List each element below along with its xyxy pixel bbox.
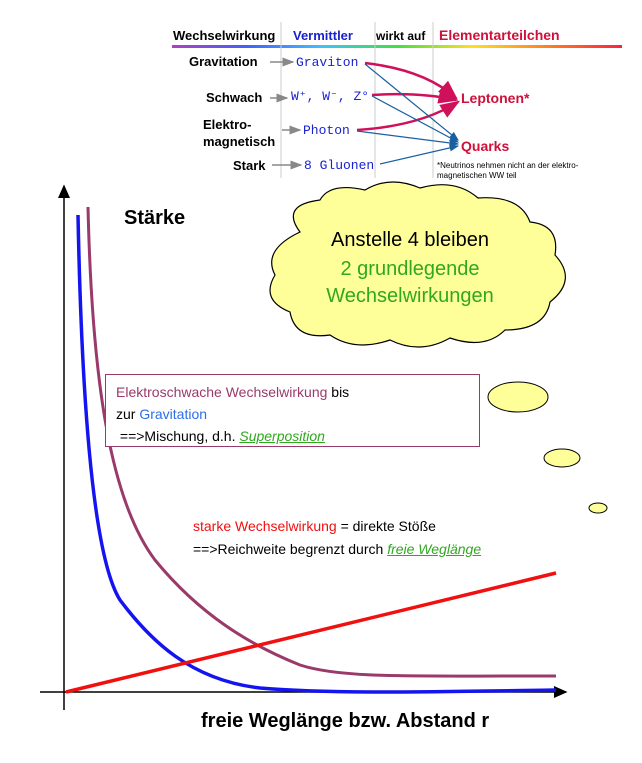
cloud-bubble-medium <box>543 448 581 468</box>
cloud-line-3: Wechselwirkungen <box>326 285 494 307</box>
cloud-line-2: 2 grundlegende <box>340 258 480 280</box>
header-wechselwirkung: Wechselwirkung <box>173 28 276 43</box>
strong-term: starke Wechselwirkung <box>193 518 337 534</box>
cloud-bubble-large <box>487 381 549 413</box>
freie-weglaenge-link[interactable]: freie Weglänge <box>387 541 482 557</box>
y-axis-label: Stärke <box>124 207 186 229</box>
mediator-gluonen: 8 Gluonen <box>304 158 375 173</box>
electroweak-box: Elektroschwache Wechselwirkung bis zur G… <box>105 374 480 447</box>
table-arrows <box>270 22 461 178</box>
strong-text-reichweite: ==>Reichweite begrenzt durch <box>193 541 388 557</box>
mediator-w-z-bosons: W⁺, W⁻, Z° <box>291 89 370 104</box>
mediator-graviton: Graviton <box>296 55 359 70</box>
header-wirkt-auf: wirkt auf <box>376 29 426 43</box>
superposition-link[interactable]: Superposition <box>239 428 325 444</box>
strong-interaction-text: starke Wechselwirkung = direkte Stöße ==… <box>193 515 481 561</box>
box-text-bis: bis <box>327 384 350 400</box>
header-rainbow-line <box>172 45 622 48</box>
electroweak-term: Elektroschwache Wechselwirkung <box>116 384 328 400</box>
curve-strong-blue <box>76 214 557 694</box>
curve-electroweak-purple <box>86 206 557 678</box>
gravitation-term: Gravitation <box>139 406 208 422</box>
thought-cloud <box>269 181 566 348</box>
cloud-bubble-small <box>588 502 608 514</box>
row-schwach-label: Schwach <box>206 90 263 105</box>
header-vermittler: Vermittler <box>293 28 353 43</box>
box-text-zur: zur <box>116 406 140 422</box>
cloud-line-1: Anstelle 4 bleiben <box>331 229 489 251</box>
row-elektromagnetisch-label: Elektro- magnetisch <box>203 117 276 149</box>
header-elementarteilchen: Elementarteilchen <box>439 27 560 43</box>
target-leptonen: Leptonen* <box>461 90 530 106</box>
row-stark-label: Stark <box>233 158 266 173</box>
line-linear-red <box>65 571 557 694</box>
x-axis-label: freie Weglänge bzw. Abstand r <box>201 710 490 732</box>
row-gravitation-label: Gravitation <box>189 54 258 69</box>
strong-text-stoesse: = direkte Stöße <box>336 518 436 534</box>
footnote-neutrinos: *Neutrinos nehmen nicht an der elektro- … <box>437 161 579 180</box>
target-quarks: Quarks <box>461 138 510 154</box>
box-text-mischung: ==>Mischung, d.h. <box>116 428 240 444</box>
mediator-photon: Photon <box>303 123 350 138</box>
